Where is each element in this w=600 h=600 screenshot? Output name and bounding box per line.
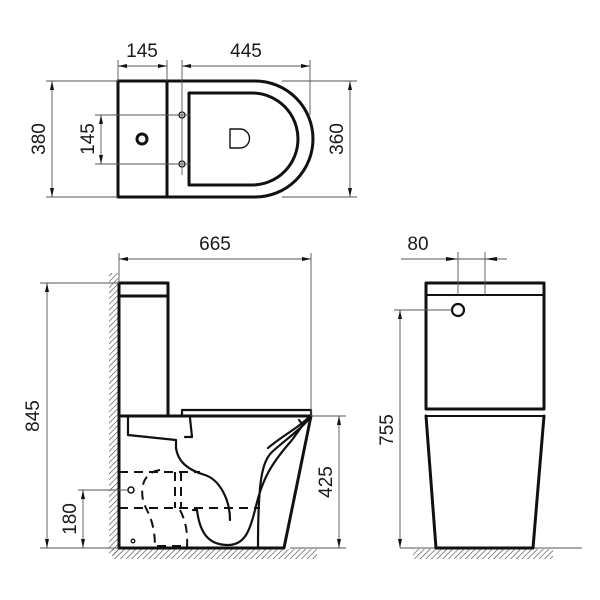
dim-tank-depth: 145 <box>126 41 158 62</box>
tank-side <box>117 281 170 418</box>
floor-hatch <box>112 549 317 559</box>
flush-button-icon <box>135 132 149 146</box>
logo-d-icon <box>229 128 251 149</box>
dim-button-height: 755 <box>377 414 398 446</box>
floor-hatch <box>413 549 553 559</box>
flush-button-icon <box>450 302 466 318</box>
wall-hatch <box>109 273 118 555</box>
dim-bowl-length: 445 <box>230 41 262 62</box>
top-view-outline <box>116 79 315 199</box>
bowl-front <box>424 414 546 550</box>
dim-bowl-width: 360 <box>327 123 348 155</box>
dim-seat-height: 425 <box>316 466 337 498</box>
dim-outlet-height: 180 <box>60 503 81 535</box>
dim-overall-width: 380 <box>29 123 50 155</box>
seat-inner-outline <box>187 91 300 187</box>
tank-front <box>424 281 546 411</box>
top-view: 145 445 380 145 360 <box>29 41 357 199</box>
side-view: 665 845 180 425 <box>23 234 346 559</box>
dim-overall-length: 665 <box>199 234 231 255</box>
dim-overall-height: 845 <box>23 400 44 432</box>
dim-button-offset: 80 <box>407 234 428 255</box>
dim-hinge-spacing: 145 <box>78 123 99 155</box>
front-view: 80 755 <box>377 234 582 559</box>
